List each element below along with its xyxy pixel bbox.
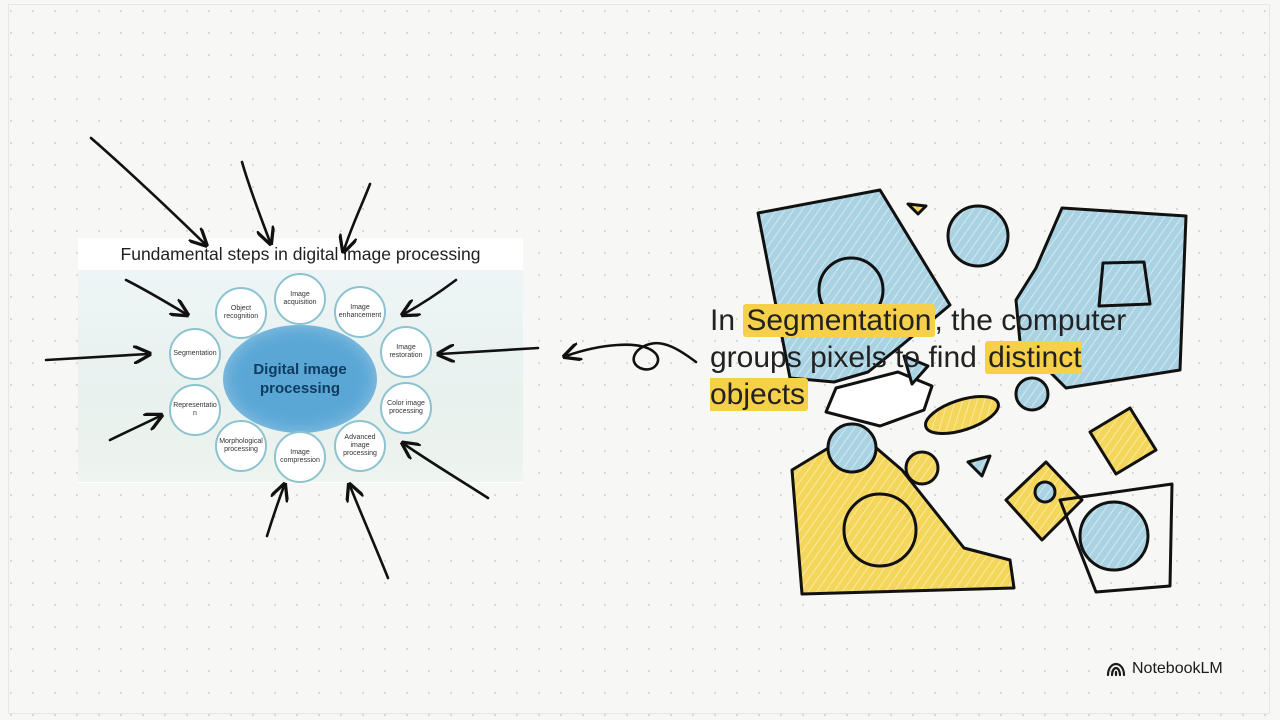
segmentation-caption: In Segmentation, the computer groups pix… [710, 302, 1180, 413]
diagram-node: Color image processing [380, 382, 432, 434]
shape-bottom-outline [1058, 482, 1174, 594]
arrow-icon [350, 486, 390, 580]
arrow-icon [566, 341, 698, 371]
caption-middle: , the computer groups pixels to find [710, 304, 1127, 374]
diagram-hub-label: Digital image processing [253, 361, 347, 397]
diagram-node: Image restoration [380, 326, 432, 378]
shape-blue-trapezoid [1097, 260, 1152, 308]
shape-blue-circle [826, 422, 878, 474]
shape-yellow-square [1088, 406, 1158, 476]
shape-blue-circle [1078, 500, 1150, 572]
diagram-node: Image compression [274, 431, 326, 483]
caption-term-highlight: Segmentation [743, 304, 935, 337]
diagram-node: Object recognition [215, 287, 267, 339]
arrow-icon [89, 136, 205, 244]
shape-yellow-diamond [1004, 460, 1084, 542]
shape-yellow-circle [842, 492, 918, 568]
diagram-hub: Digital image processing [223, 325, 377, 433]
shape-blue-triangle [966, 454, 992, 478]
diagram-node: Advanced image processing [334, 420, 386, 472]
brand-name: NotebookLM [1132, 660, 1223, 677]
diagram-node: Morphological processing [215, 420, 267, 472]
shape-blue-circle [946, 204, 1010, 268]
diagram-node: Image acquisition [274, 273, 326, 325]
shape-yellow-bottom-polygon [790, 428, 1016, 596]
caption-prefix: In [710, 304, 744, 337]
diagram-title: Fundamental steps in digital image proce… [120, 244, 481, 264]
notebooklm-logo-icon [1106, 662, 1126, 677]
arrow-icon [240, 160, 270, 242]
diagram-node: Representation [169, 384, 221, 436]
brand-watermark: NotebookLM [1106, 660, 1223, 678]
arrow-icon [265, 486, 284, 538]
shape-yellow-circle [904, 450, 940, 486]
diagram-node: Segmentation [169, 328, 221, 380]
shape-yellow-small-triangle [906, 202, 928, 216]
diagram-node: Image enhancement [334, 286, 386, 338]
shape-blue-circle [1033, 480, 1057, 504]
